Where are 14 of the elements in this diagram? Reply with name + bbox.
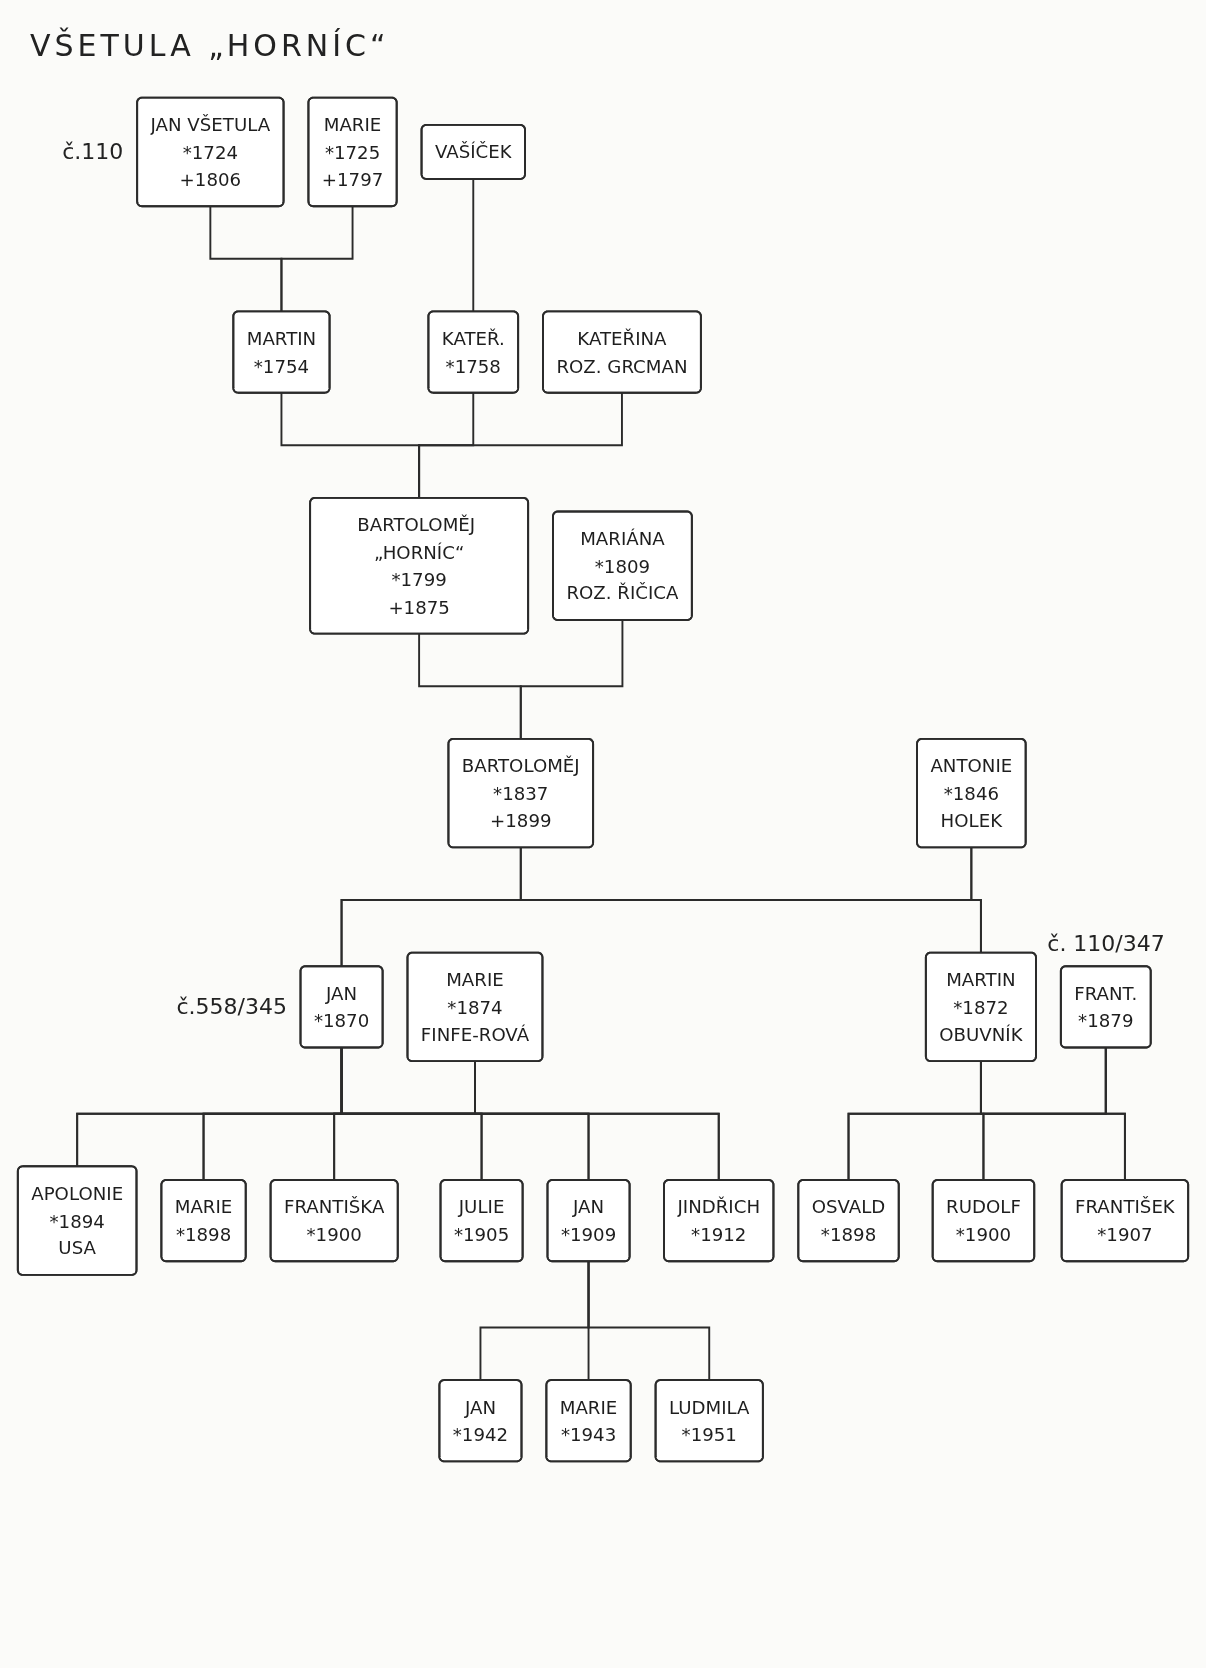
connector [1104, 1046, 1126, 1181]
house-number: č.558/345 [176, 994, 287, 1020]
house-number: č.110 [62, 139, 124, 165]
house-number: č. 110/347 [1047, 931, 1165, 957]
connector [280, 205, 354, 313]
connector [474, 1060, 720, 1181]
connector [587, 1260, 711, 1381]
title: VŠETULA „HORNÍC“ [30, 26, 390, 65]
connector [519, 619, 624, 740]
connector [970, 846, 982, 954]
connector [472, 178, 475, 313]
connector [340, 1046, 720, 1181]
connector [519, 846, 982, 954]
connector [418, 391, 623, 499]
